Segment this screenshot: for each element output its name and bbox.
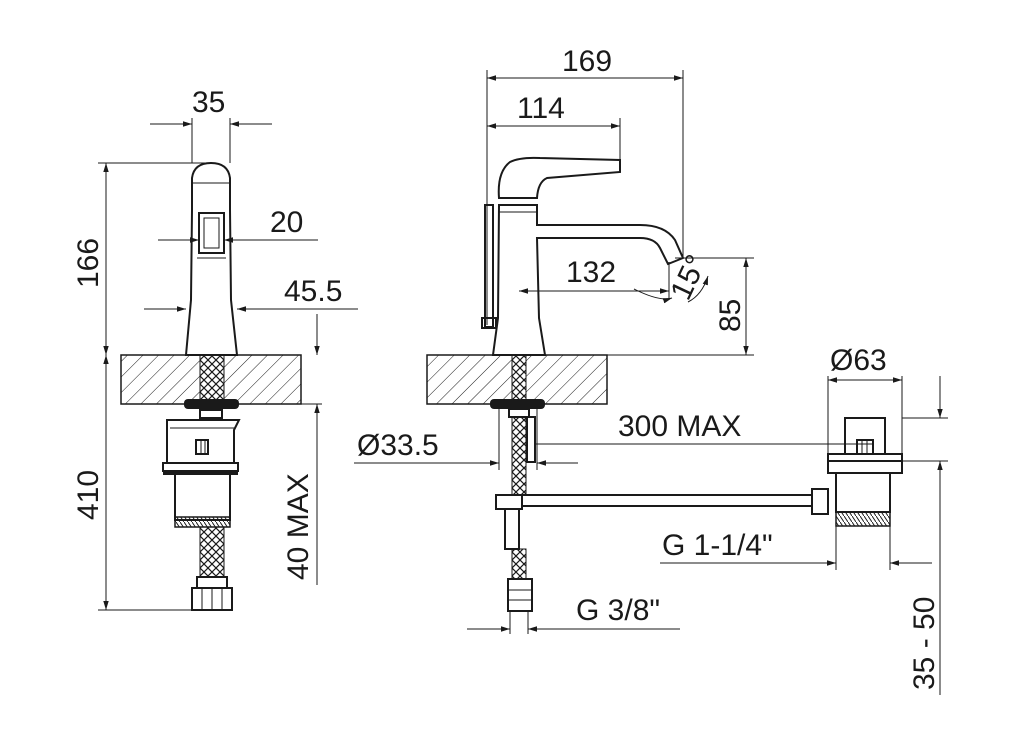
dim-handle-width-label: 20 [270,206,303,239]
side-waste-thread [835,511,891,527]
dim-under-height-label: 410 [72,470,105,520]
dim-depth-label: 169 [562,45,612,78]
dim-waste-range-label: 35 - 50 [908,597,941,690]
dim-shank-diameter-label: Ø33.5 [357,429,439,462]
side-view: 169 114 132 15° 85 Ø33.5 300 MAX Ø63 [354,45,948,695]
dim-total-height-label: 166 [72,238,105,288]
dim-body-width-label: 45.5 [284,275,342,308]
side-lever [497,156,621,199]
front-waste-thread [174,516,231,528]
dim-waste-thread-label: G 1-1/4" [662,529,773,562]
side-waste-body [835,473,891,513]
front-hose [199,526,225,578]
dim-spout-height-label: 85 [714,299,747,332]
dim-hose-thread-label: G 3/8" [576,594,660,627]
side-hose-connector [507,578,533,612]
dim-spout-reach-label: 132 [566,256,616,289]
dim-max-thickness-label: 40 MAX [282,473,315,580]
dim-top-width-label: 35 [192,86,225,119]
side-hose [511,416,527,496]
front-mounting-nut [184,399,239,409]
side-waste-flange [827,453,903,462]
dim-waste-diameter-label: Ø63 [830,344,887,377]
front-lever [198,212,225,254]
side-popup-knob [484,204,494,328]
front-faucet-body [184,161,239,356]
side-mounting-nut [490,399,545,409]
side-popup-rod [521,494,813,507]
front-view: 35 166 20 45.5 410 40 MAX [72,86,358,611]
dim-handle-depth-label: 114 [517,92,565,125]
front-waste-body [166,419,241,464]
dim-rod-length-label: 300 MAX [618,410,741,443]
